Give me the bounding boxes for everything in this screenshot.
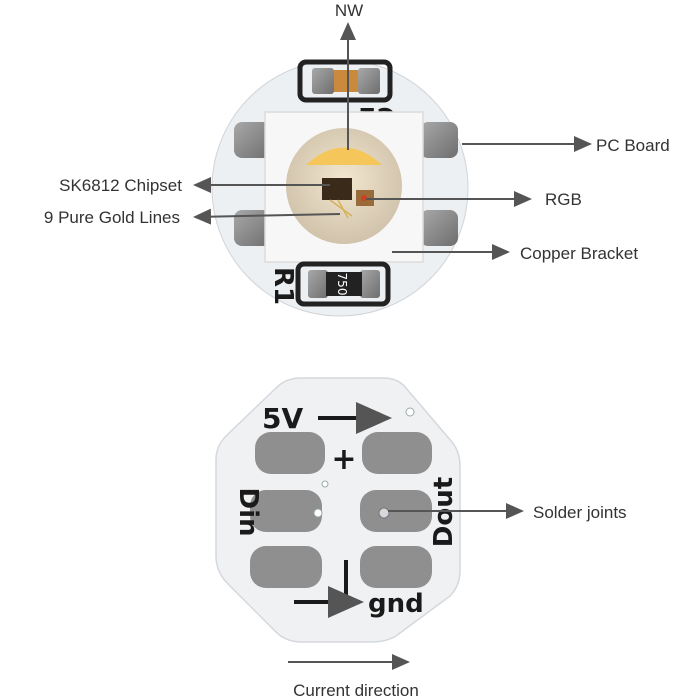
solder-pad-5 [250, 546, 322, 588]
top-annotations: NW PC Board SK6812 Chipset RGB 9 Pure Go… [44, 1, 670, 263]
warm-white-die [306, 147, 382, 165]
copper-bracket-label: Copper Bracket [520, 244, 638, 263]
solder-pad-3 [250, 490, 322, 532]
din-marking: Din [233, 487, 263, 536]
pc-board-label: PC Board [596, 136, 670, 155]
r1-marking: R1 [268, 267, 298, 305]
resistor-code: 750 [335, 273, 349, 296]
front-module: C1 750 R1 [211, 59, 469, 317]
capacitor-c1 [297, 59, 393, 103]
solder-joints-label: Solder joints [533, 503, 627, 522]
left-pad-top [234, 122, 272, 158]
left-pad-bottom [234, 210, 272, 246]
right-pad-top [420, 122, 458, 158]
gold-lines-label: 9 Pure Gold Lines [44, 208, 180, 227]
gold-lines-arrow [193, 208, 341, 225]
current-direction-label: Current direction [293, 681, 419, 700]
rgb-label: RGB [545, 190, 582, 209]
chipset-die [322, 178, 352, 200]
bottom-annotations: Solder joints Current direction [288, 503, 627, 700]
solder-pad-2 [362, 432, 432, 474]
vcc-marking: 5V [262, 402, 303, 435]
nw-label: NW [335, 1, 363, 20]
solder-pad-6 [360, 546, 432, 588]
right-pad-bottom [420, 210, 458, 246]
chipset-label: SK6812 Chipset [59, 176, 182, 195]
plus-marking: + [331, 442, 356, 477]
solder-pad-1 [255, 432, 325, 474]
resistor-r1 [295, 261, 391, 307]
gnd-marking: gnd [368, 589, 424, 619]
